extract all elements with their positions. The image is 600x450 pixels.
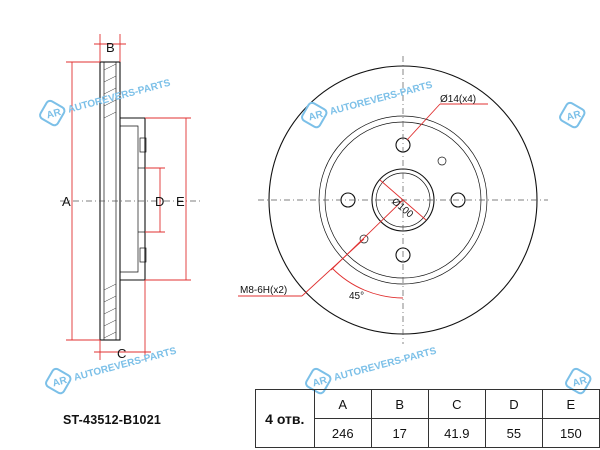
spec-value-d: 55: [485, 418, 543, 448]
watermark-logo: AR: [559, 101, 586, 129]
svg-text:AUTOREVERS-PARTS: AUTOREVERS-PARTS: [67, 78, 172, 116]
vent-hatch: [103, 63, 117, 339]
spec-header-e: E: [541, 389, 600, 419]
dim-label-b: B: [106, 40, 115, 55]
svg-text:AR: AR: [307, 109, 325, 124]
hat-outline: [120, 117, 146, 281]
spec-header-b: B: [370, 389, 429, 419]
spec-header-c: C: [427, 389, 487, 419]
spec-value-a: 246: [313, 418, 372, 448]
spec-header-row: 4 отв. A B C D E: [255, 389, 600, 448]
watermark-logo: AR AUTOREVERS-PARTS: [39, 78, 172, 127]
hole-count-cell: 4 отв.: [255, 389, 315, 448]
dim-label-e: E: [176, 194, 185, 209]
dim-label-d: D: [155, 194, 164, 209]
svg-text:AUTOREVERS-PARTS: AUTOREVERS-PARTS: [329, 80, 434, 118]
spec-header-d: D: [485, 389, 543, 419]
spec-value-c: 41.9: [427, 418, 487, 448]
bolt-hole-right: [450, 192, 466, 208]
spec-value-b: 17: [370, 418, 429, 448]
spec-value-e: 150: [541, 418, 600, 448]
dim-label-c: C: [117, 346, 126, 361]
svg-text:AR: AR: [311, 375, 329, 390]
front-view: Ø14(x4) Ø100 M8-6H(x2) 45°: [238, 56, 548, 344]
thread-hole-lower: [359, 234, 369, 244]
dim-label-a: A: [62, 194, 71, 209]
thread-label: M8-6H(x2): [240, 285, 287, 296]
watermark-logo: AR AUTOREVERS-PARTS: [45, 346, 178, 395]
spec-header-a: A: [313, 389, 372, 419]
svg-text:AR: AR: [571, 375, 589, 390]
spec-table: 4 отв. A B C D E 246 17 41.9 55 150: [255, 389, 600, 448]
spec-value-row: 246 17 41.9 55 150: [256, 418, 600, 448]
thread-hole-upper: [437, 156, 447, 166]
part-number: ST-43512-B1021: [63, 413, 162, 427]
bolt-hole-label: Ø14(x4): [440, 94, 476, 105]
svg-text:AUTOREVERS-PARTS: AUTOREVERS-PARTS: [333, 346, 438, 384]
svg-text:AR: AR: [45, 107, 63, 122]
side-section-view: A B C D E: [60, 34, 200, 361]
angle-label: 45°: [349, 291, 364, 302]
svg-text:AR: AR: [51, 375, 69, 390]
svg-text:AR: AR: [565, 109, 583, 124]
